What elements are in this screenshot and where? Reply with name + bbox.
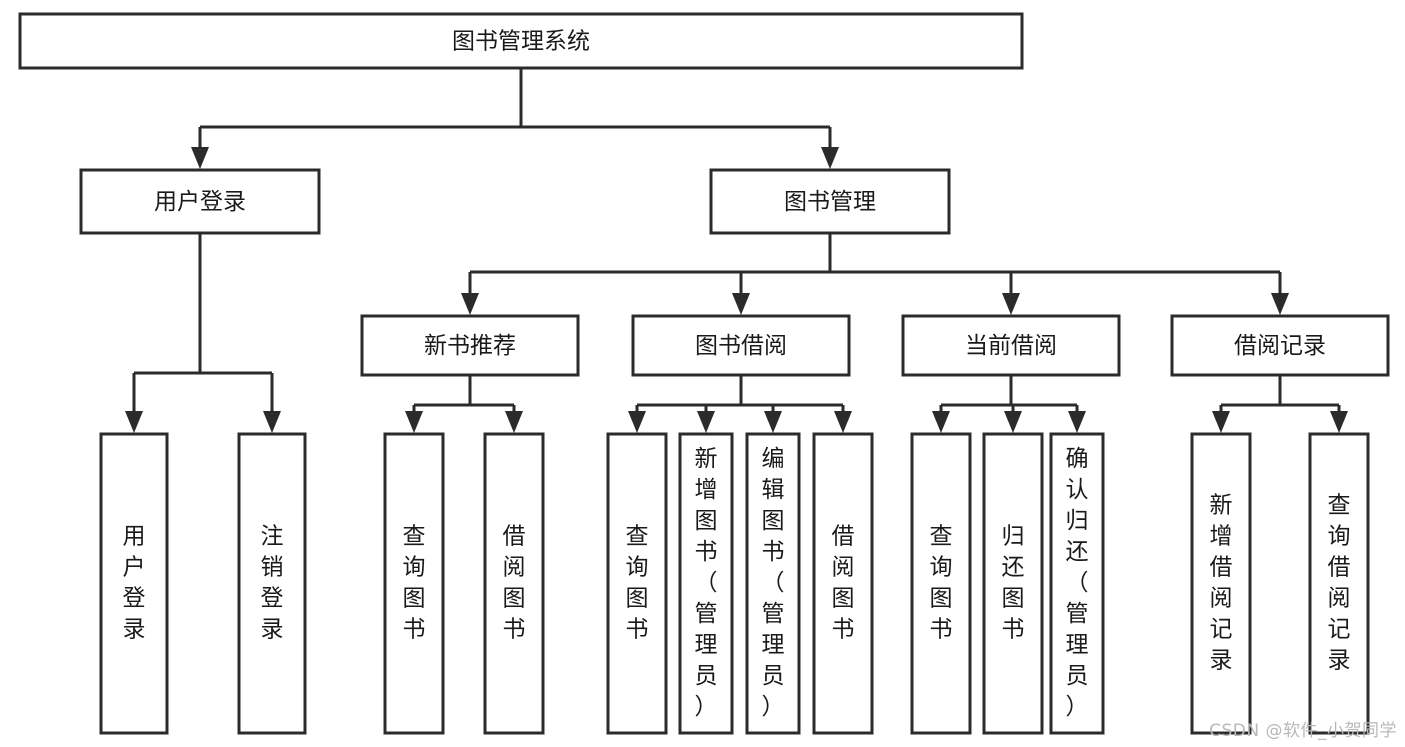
level2-node-当前借阅-box [901, 314, 1121, 377]
leaf-node-借阅图书-3-box [483, 432, 545, 735]
leaf-node-注销登录-1-box [237, 432, 307, 735]
arrowhead-current-borrow-0 [932, 411, 950, 433]
node-layer: 图书管理系统用户登录图书管理新书推荐图书借阅当前借阅借阅记录用户登录注销登录查询… [18, 12, 1390, 735]
arrowhead-book-borrow-0 [628, 411, 646, 433]
arrowhead-borrow-record-1 [1330, 411, 1348, 433]
arrowhead-book-mgmt-3 [1271, 293, 1289, 315]
leaf-node-借阅图书-3-label: 借阅图书 [503, 524, 526, 643]
root-node-图书管理系统-label: 图书管理系统 [452, 29, 590, 55]
level2-node-图书借阅-label: 图书借阅 [695, 333, 787, 359]
leaf-node-确认归还管理员-10-box [1049, 432, 1105, 735]
leaf-node-编辑图书管理员-6-box [745, 432, 801, 735]
level1-node-图书管理-label: 图书管理 [784, 189, 876, 215]
arrowhead-current-borrow-1 [1004, 411, 1022, 433]
level2-node-新书推荐[interactable]: 新书推荐 [360, 314, 580, 377]
leaf-node-归还图书-9-label: 归还图书 [1002, 524, 1025, 643]
level1-node-图书管理[interactable]: 图书管理 [709, 168, 951, 235]
leaf-node-新增借阅记录-11-box [1190, 432, 1252, 735]
leaf-node-查询图书-2-label: 查询图书 [403, 524, 426, 643]
arrowhead-book-borrow-2 [764, 411, 782, 433]
leaf-node-确认归还管理员-10-label: 确认归还（管理员） [1066, 446, 1089, 720]
leaf-node-查询图书-4[interactable]: 查询图书 [606, 432, 668, 735]
leaf-node-编辑图书管理员-6[interactable]: 编辑图书（管理员） [745, 432, 801, 735]
leaf-node-归还图书-9[interactable]: 归还图书 [982, 432, 1044, 735]
leaf-node-编辑图书管理员-6-label: 编辑图书（管理员） [762, 446, 785, 720]
level2-node-借阅记录-box [1170, 314, 1390, 377]
leaf-node-新增图书管理员-5[interactable]: 新增图书（管理员） [678, 432, 734, 735]
leaf-node-新增图书管理员-5-label: 新增图书（管理员） [695, 446, 718, 720]
leaf-node-新增图书管理员-5-box [678, 432, 734, 735]
arrowhead-borrow-record-0 [1212, 411, 1230, 433]
level2-node-当前借阅-label: 当前借阅 [965, 333, 1057, 359]
connector-layer [125, 68, 1348, 433]
level2-node-新书推荐-label: 新书推荐 [424, 333, 516, 359]
leaf-node-用户登录-0[interactable]: 用户登录 [99, 432, 169, 735]
leaf-node-查询借阅记录-12[interactable]: 查询借阅记录 [1308, 432, 1370, 735]
leaf-node-注销登录-1-label: 注销登录 [261, 524, 284, 643]
leaf-node-新增借阅记录-11[interactable]: 新增借阅记录 [1190, 432, 1252, 735]
arrowhead-root-0 [191, 147, 209, 169]
arrowhead-book-mgmt-1 [732, 293, 750, 315]
level1-node-用户登录-box [79, 168, 321, 235]
leaf-node-用户登录-0-label: 用户登录 [123, 524, 146, 643]
leaf-node-查询图书-4-box [606, 432, 668, 735]
leaf-node-查询图书-4-label: 查询图书 [626, 524, 649, 643]
arrowhead-current-borrow-2 [1068, 411, 1086, 433]
arrowhead-book-borrow-3 [834, 411, 852, 433]
level2-node-当前借阅[interactable]: 当前借阅 [901, 314, 1121, 377]
arrowhead-user-login-1 [263, 411, 281, 433]
leaf-node-查询图书-8-label: 查询图书 [930, 524, 953, 643]
leaf-node-用户登录-0-box [99, 432, 169, 735]
arrowhead-new-book-0 [405, 411, 423, 433]
leaf-node-确认归还管理员-10[interactable]: 确认归还（管理员） [1049, 432, 1105, 735]
arrowhead-user-login-0 [125, 411, 143, 433]
leaf-node-查询图书-8-box [910, 432, 972, 735]
leaf-node-归还图书-9-box [982, 432, 1044, 735]
arrowhead-new-book-1 [505, 411, 523, 433]
leaf-node-查询图书-2-box [383, 432, 445, 735]
level2-node-借阅记录[interactable]: 借阅记录 [1170, 314, 1390, 377]
leaf-node-查询图书-2[interactable]: 查询图书 [383, 432, 445, 735]
level1-node-用户登录[interactable]: 用户登录 [79, 168, 321, 235]
level2-node-图书借阅-box [631, 314, 851, 377]
root-node-图书管理系统-box [18, 12, 1024, 70]
arrowhead-book-borrow-1 [697, 411, 715, 433]
leaf-node-借阅图书-7-label: 借阅图书 [832, 524, 855, 643]
leaf-node-查询图书-8[interactable]: 查询图书 [910, 432, 972, 735]
watermark-label: CSDN @软件_小贺同学 [1209, 721, 1397, 741]
level1-node-用户登录-label: 用户登录 [154, 189, 246, 215]
level2-node-新书推荐-box [360, 314, 580, 377]
leaf-node-查询借阅记录-12-label: 查询借阅记录 [1328, 493, 1351, 674]
arrowhead-book-mgmt-2 [1002, 293, 1020, 315]
level2-node-图书借阅[interactable]: 图书借阅 [631, 314, 851, 377]
leaf-node-借阅图书-7[interactable]: 借阅图书 [812, 432, 874, 735]
arrowhead-root-1 [821, 147, 839, 169]
level1-node-图书管理-box [709, 168, 951, 235]
leaf-node-新增借阅记录-11-label: 新增借阅记录 [1210, 493, 1233, 674]
leaf-node-借阅图书-7-box [812, 432, 874, 735]
root-node-图书管理系统[interactable]: 图书管理系统 [18, 12, 1024, 70]
leaf-node-查询借阅记录-12-box [1308, 432, 1370, 735]
leaf-node-借阅图书-3[interactable]: 借阅图书 [483, 432, 545, 735]
arrowhead-book-mgmt-0 [461, 293, 479, 315]
level2-node-借阅记录-label: 借阅记录 [1234, 333, 1326, 359]
leaf-node-注销登录-1[interactable]: 注销登录 [237, 432, 307, 735]
